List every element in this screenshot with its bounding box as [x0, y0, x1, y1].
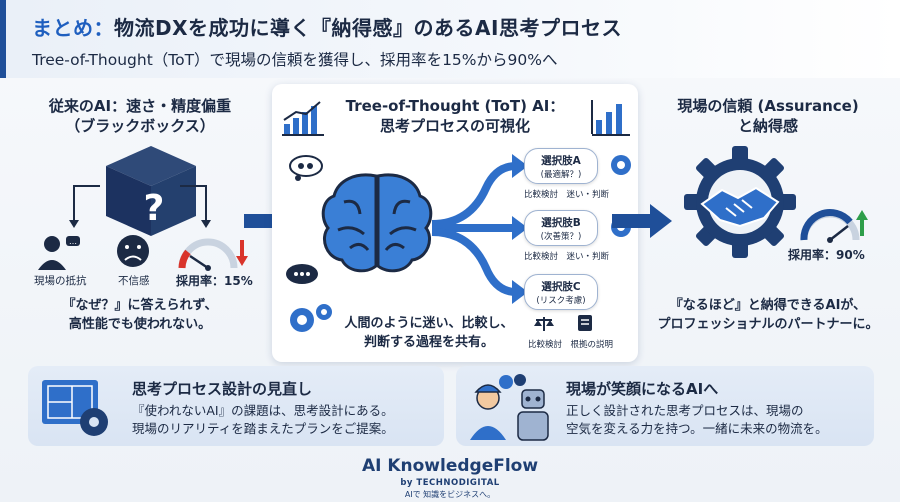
option-b-title: 選択肢B — [541, 217, 581, 229]
svg-text:…: … — [69, 237, 77, 246]
center-desc-line2: 判断する過程を共有。 — [363, 335, 494, 350]
right-heading-line1: 現場の信頼 (Assurance) — [677, 97, 859, 115]
gears-icon — [290, 304, 332, 332]
option-a-bubble: 選択肢A (最適解？) — [524, 148, 598, 184]
branch-arrows — [431, 154, 528, 304]
option-c-caption: 比較検討 根拠の説明 — [528, 340, 614, 350]
option-c-title: 選択肢C — [541, 281, 581, 293]
left-desc-line2: 高性能でも使われない。 — [68, 317, 212, 332]
center-desc-line1: 人間のように迷い、比較し、 — [344, 316, 514, 331]
page-subtitle: Tree-of-Thought（ToT）で現場の信頼を獲得し、採用率を15%から… — [32, 51, 558, 69]
card-smiling-workplace: 現場が笑顔になるAIへ 正しく設計された思考プロセスは、現場の 空気を変える力を… — [456, 366, 874, 446]
option-a-title: 選択肢A — [541, 155, 581, 167]
left-heading-line2: （ブラックボックス） — [65, 117, 215, 135]
left-description: 『なぜ？』に答えられず、 高性能でも使われない。 — [20, 296, 260, 334]
option-b-bubble: 選択肢B (次善策？) — [524, 210, 598, 246]
center-heading: Tree-of-Thought (ToT) AI： 思考プロセスの可視化 — [312, 96, 598, 136]
black-box-bracket — [69, 185, 211, 228]
option-a-gear-icon — [611, 155, 631, 175]
brain-icon — [321, 173, 433, 273]
card2-line1: 正しく設計された思考プロセスは、現場の — [566, 403, 804, 418]
title-prefix: まとめ： — [32, 16, 114, 40]
arrow-center-to-right — [612, 204, 672, 238]
card2-text: 正しく設計された思考プロセスは、現場の 空気を変える力を持つ。一緒に未来の物流を… — [566, 402, 828, 438]
center-heading-line2: 思考プロセスの可視化 — [379, 117, 530, 135]
option-a-sub: (最適解？) — [540, 170, 582, 180]
label-resistance: 現場の抵抗 — [34, 275, 87, 287]
option-b-sub: (次善策？) — [540, 232, 582, 242]
card-thinking-redesign: 思考プロセス設計の見直し 『使われないAI』の課題は、思考設計にある。 現場のリ… — [28, 366, 444, 446]
card1-line1: 『使われないAI』の課題は、思考設計にある。 — [132, 403, 394, 418]
svg-text:?: ? — [144, 188, 165, 229]
high-gauge-icon — [800, 209, 868, 243]
idea-bubble-icon — [286, 264, 318, 284]
brand-name: AI KnowledgeFlow — [361, 456, 539, 476]
center-description: 人間のように迷い、比較し、 判断する過程を共有。 — [344, 314, 514, 352]
low-gauge-icon — [178, 238, 248, 271]
right-description: 『なるほど』と納得できるAIが、 プロフェッショナルのパートナーに。 — [644, 296, 892, 334]
label-distrust: 不信感 — [118, 275, 150, 287]
brand-tagline: AIで 知識をビジネスへ。 — [404, 490, 496, 499]
document-icon — [578, 315, 592, 331]
scale-icon — [534, 317, 554, 331]
center-heading-line1: Tree-of-Thought (ToT) AI： — [345, 97, 565, 115]
option-c-sub: (リスク考慮) — [536, 296, 586, 306]
card2-title: 現場が笑顔になるAIへ — [566, 380, 719, 398]
black-box-icon: ? — [106, 146, 196, 236]
page-title: まとめ：物流DXを成功に導く『納得感』のあるAI思考プロセス — [32, 12, 622, 41]
title-bar: まとめ：物流DXを成功に導く『納得感』のあるAI思考プロセス Tree-of-T… — [0, 0, 900, 78]
left-heading-line1: 従来のAI：速さ・精度偏重 — [48, 97, 232, 115]
right-desc-line2: プロフェッショナルのパートナーに。 — [657, 317, 879, 332]
card1-title: 思考プロセス設計の見直し — [132, 380, 313, 398]
left-adoption-label: 採用率：15% — [176, 274, 253, 288]
bar-chart-icon — [591, 100, 630, 136]
card1-line2: 現場のリアリティを踏まえたプランをご提案。 — [132, 421, 394, 436]
card2-line2: 空気を変える力を持つ。一緒に未来の物流を。 — [566, 421, 828, 436]
right-heading: 現場の信頼 (Assurance) と納得感 — [648, 96, 888, 136]
growth-chart-icon — [282, 101, 324, 136]
right-heading-line2: と納得感 — [737, 117, 798, 135]
handshake-gear-icon — [684, 146, 796, 258]
option-b-caption: 比較検討 迷い・判断 — [524, 252, 610, 262]
right-desc-line1: 『なるほど』と納得できるAIが、 — [669, 298, 867, 313]
right-adoption-label: 採用率：90% — [788, 248, 865, 262]
option-a-caption: 比較検討 迷い・判断 — [524, 190, 610, 200]
thought-bubble-icon — [289, 155, 323, 181]
title-main: 物流DXを成功に導く『納得感』のあるAI思考プロセス — [114, 16, 622, 40]
center-panel: Tree-of-Thought (ToT) AI： 思考プロセスの可視化 — [272, 84, 638, 362]
left-heading: 従来のAI：速さ・精度偏重 （ブラックボックス） — [20, 96, 260, 136]
left-desc-line1: 『なぜ？』に答えられず、 — [62, 298, 218, 313]
resistance-person-icon: … — [38, 236, 80, 270]
brand-by: by TECHNODIGITAL — [400, 478, 500, 488]
sad-face-icon — [117, 235, 149, 267]
option-c-bubble: 選択肢C (リスク考慮) — [524, 274, 598, 310]
worker-robot-icon — [470, 374, 549, 441]
blueprint-gear-icon — [42, 380, 108, 436]
card1-text: 『使われないAI』の課題は、思考設計にある。 現場のリアリティを踏まえたプランを… — [132, 402, 394, 438]
